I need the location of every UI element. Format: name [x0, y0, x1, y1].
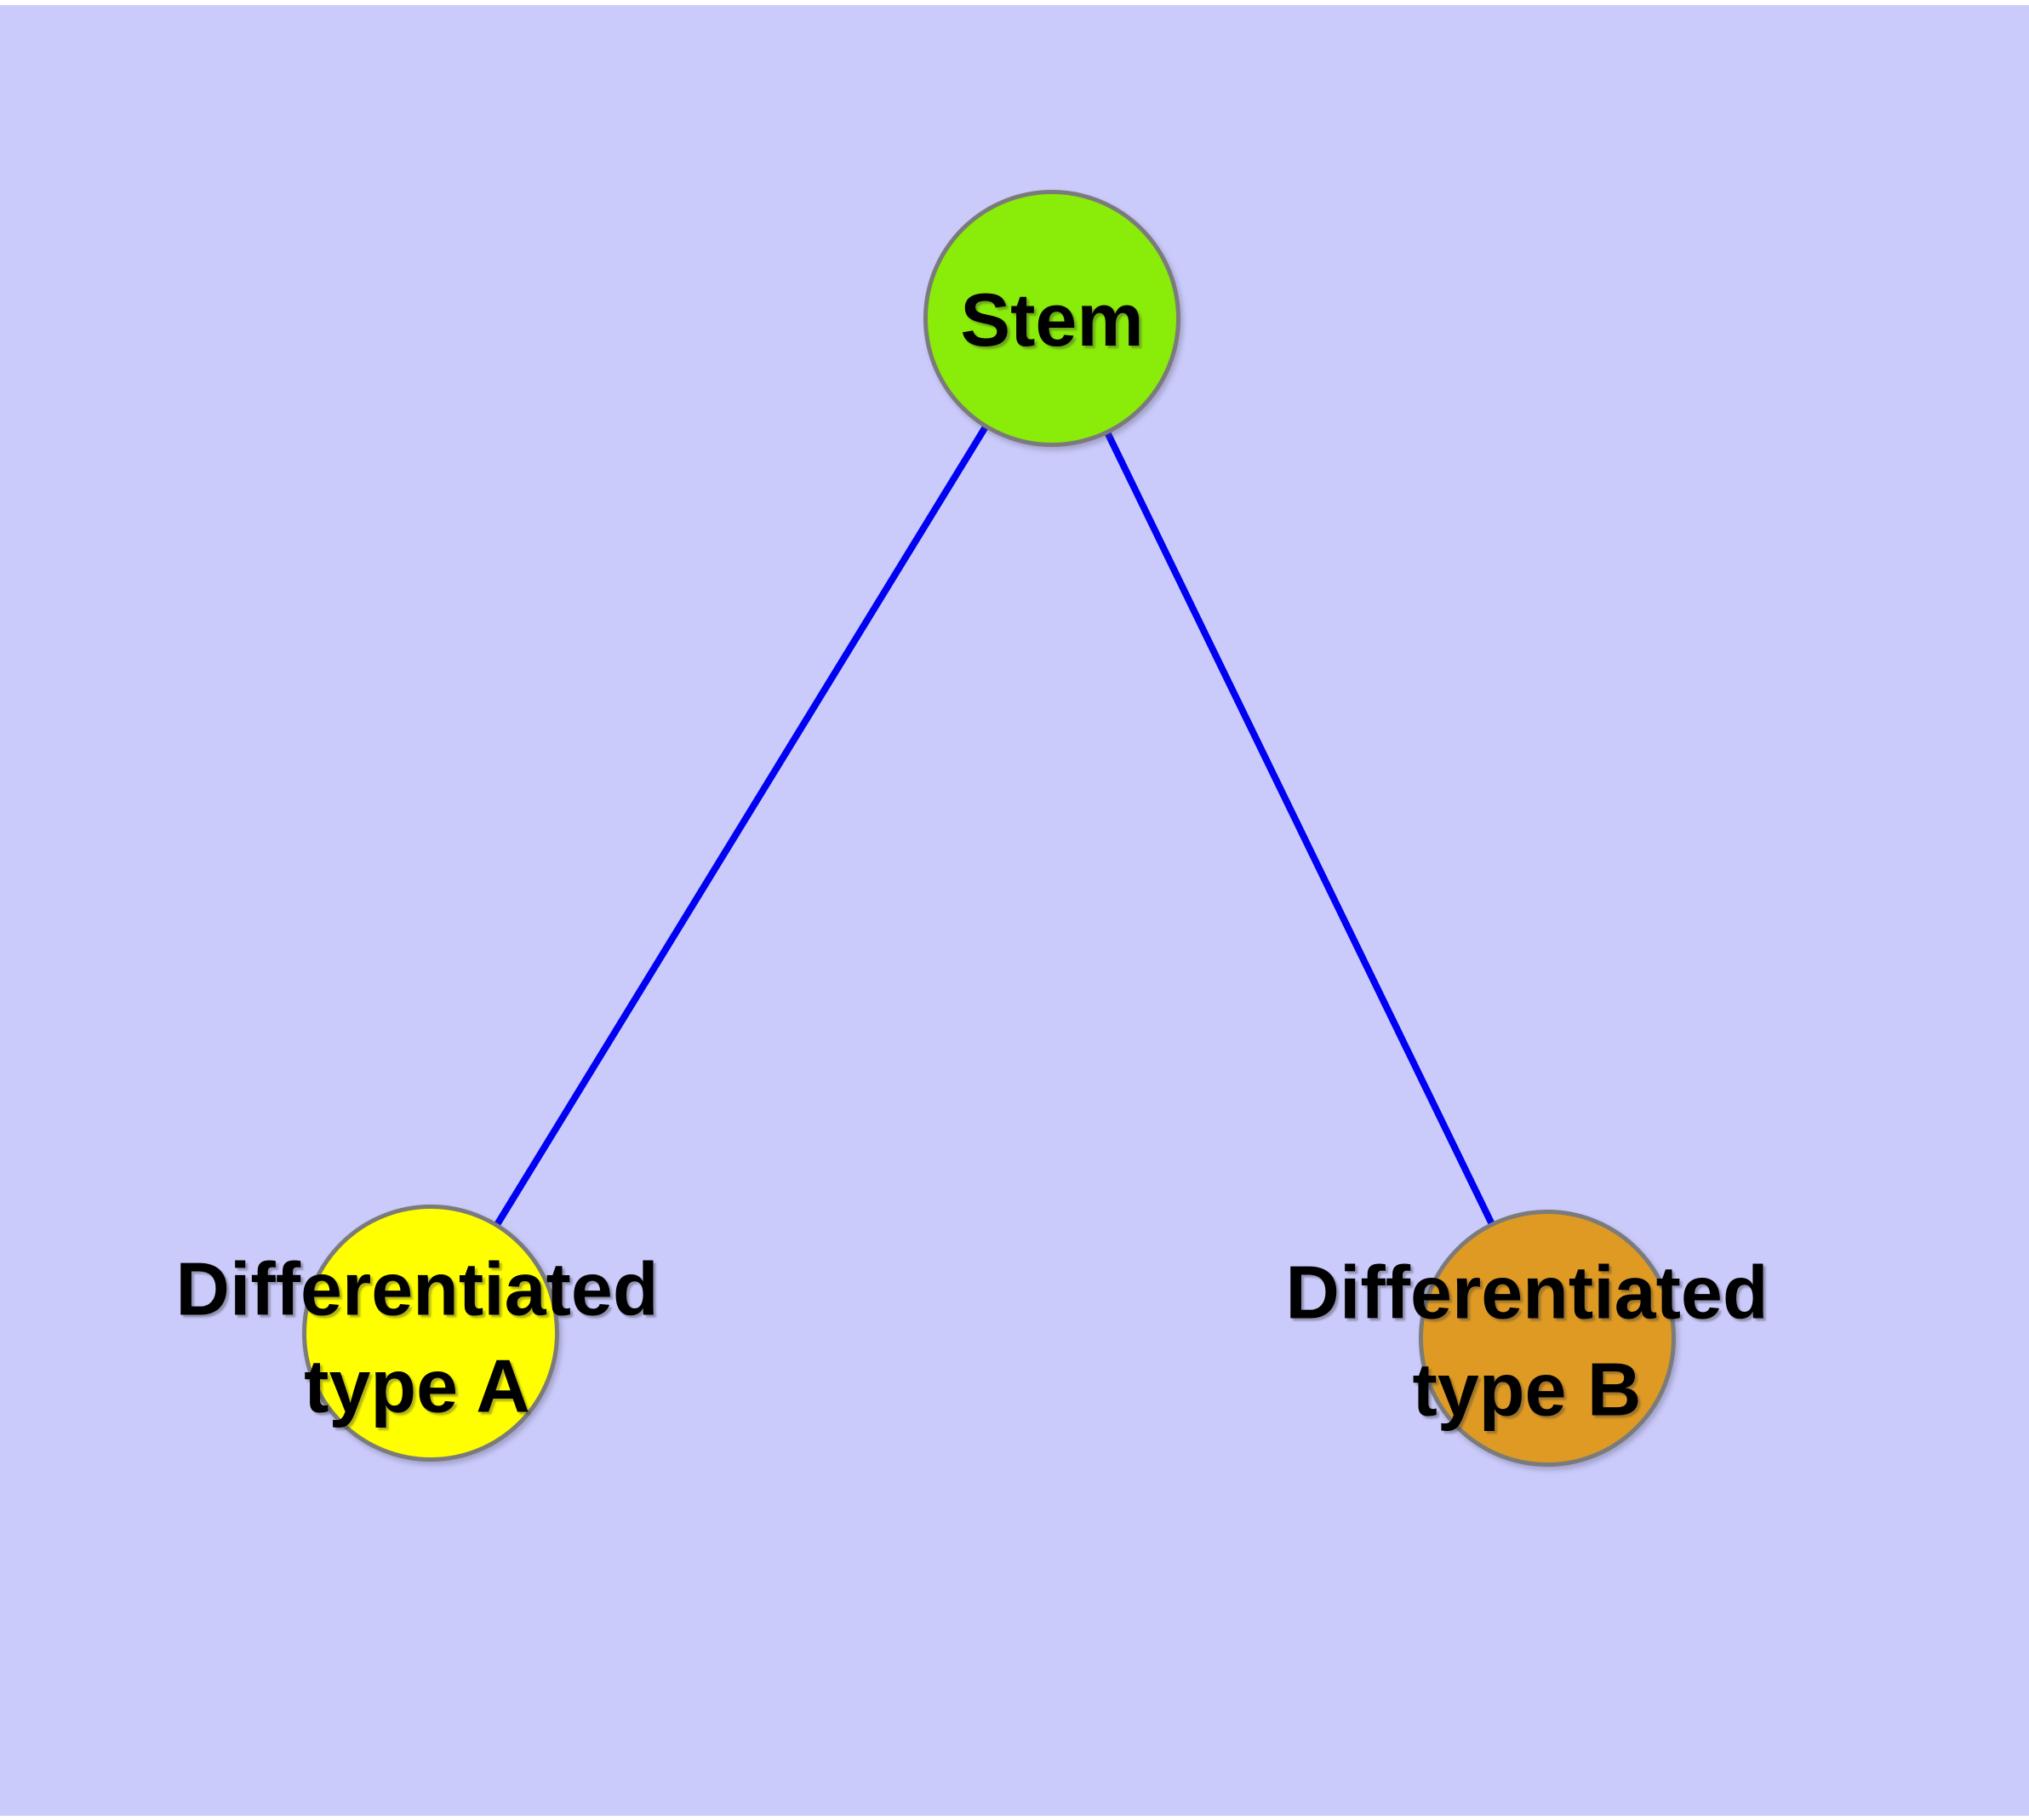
edge-stem-to-type-a — [427, 316, 1055, 1336]
node-stem — [923, 190, 1180, 447]
node-differentiated-type-b — [1419, 1210, 1676, 1467]
node-differentiated-type-a — [302, 1205, 559, 1462]
edge-stem-to-type-b — [1049, 317, 1551, 1340]
